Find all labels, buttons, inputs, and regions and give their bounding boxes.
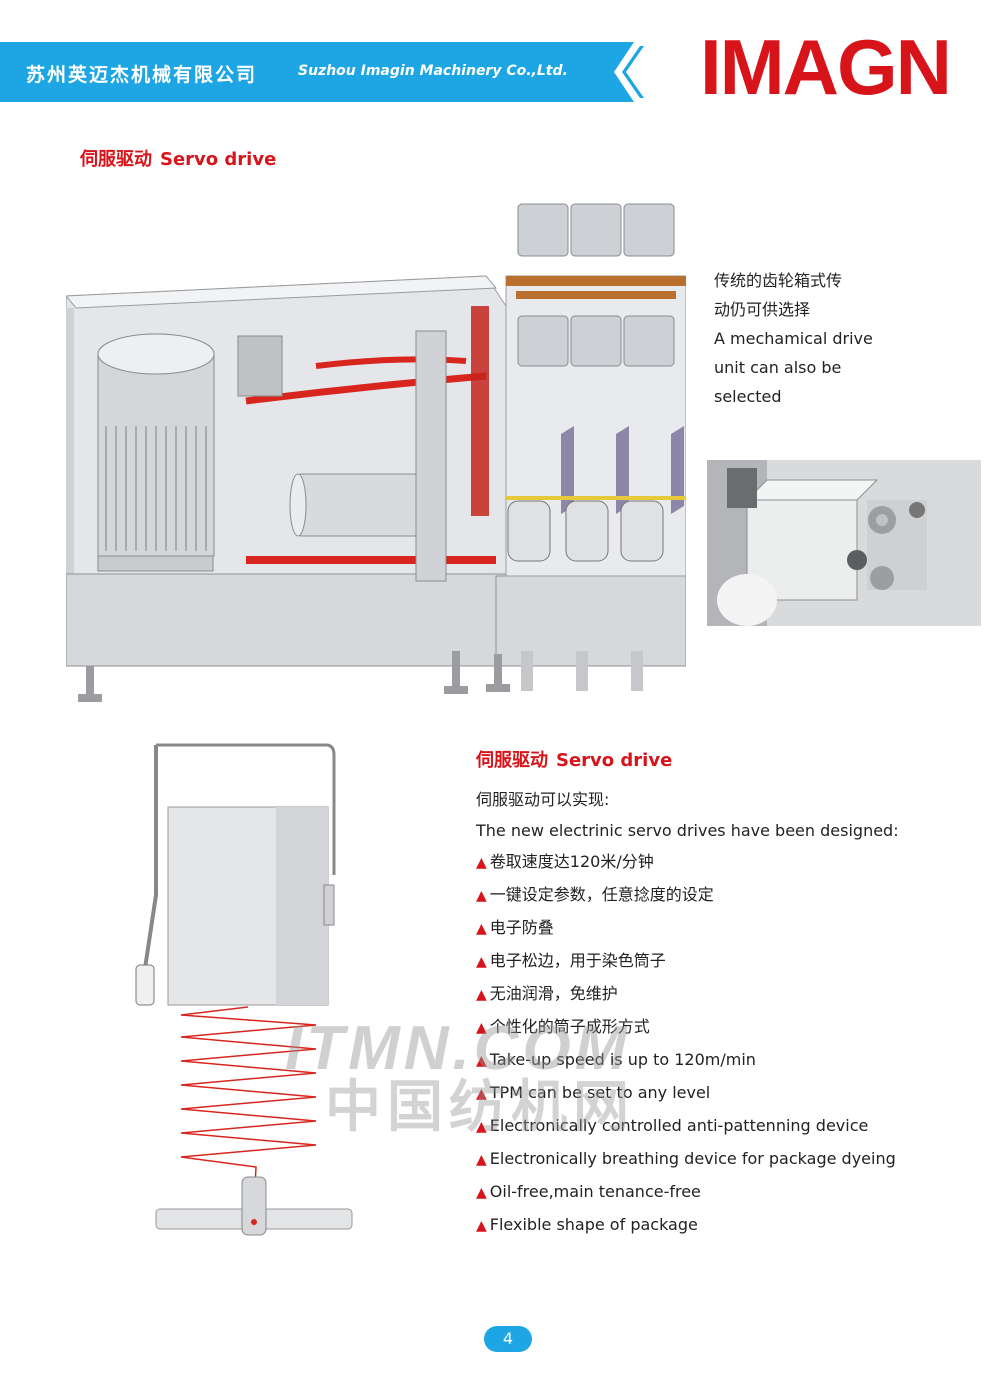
watermark-url: ITMN.COM: [285, 1014, 631, 1083]
list-item: ▲卷取速度达120米/分钟: [476, 852, 654, 871]
watermark-cn: 中国纺机网: [325, 1075, 635, 1140]
section2-title: 伺服驱动 Servo drive: [476, 746, 672, 772]
note-line-5: selected: [714, 387, 782, 406]
section2-title-en: Servo drive: [556, 750, 673, 771]
bullet-triangle-icon: ▲: [476, 1020, 487, 1036]
feature-list: 伺服驱动可以实现: The new electrinic servo drive…: [476, 784, 899, 1242]
list-item: ▲Electronically controlled anti-pattenni…: [476, 1116, 869, 1135]
brand-logo: IMAGN: [700, 23, 952, 111]
intro-en: The new electrinic servo drives have bee…: [476, 821, 899, 840]
list-item: ▲Take-up speed is up to 120m/min: [476, 1050, 756, 1069]
list-item: ▲个性化的筒子成形方式: [476, 1017, 650, 1036]
servo-machine-illustration: [66, 203, 686, 702]
section1-title: 伺服驱动 Servo drive: [80, 145, 276, 171]
bullet-triangle-icon: ▲: [476, 954, 487, 970]
company-name-cn: 苏州英迈杰机械有限公司: [26, 64, 258, 86]
note-line-2: 动仍可供选择: [714, 300, 811, 319]
list-item: ▲电子松边，用于染色筒子: [476, 951, 666, 970]
list-item: ▲Oil-free,main tenance-free: [476, 1182, 701, 1201]
bullet-triangle-icon: ▲: [476, 987, 487, 1003]
list-item: ▲电子防叠: [476, 918, 554, 937]
list-item: ▲TPM can be set to any level: [476, 1083, 711, 1102]
bullet-triangle-icon: ▲: [476, 1185, 487, 1201]
bullet-triangle-icon: ▲: [476, 1119, 487, 1135]
note-line-1: 传统的齿轮箱式传: [714, 271, 843, 290]
company-name-en: Suzhou Imagin Machinery Co.,Ltd.: [298, 63, 568, 79]
list-item: ▲Electronically breathing device for pac…: [476, 1149, 896, 1168]
list-item: ▲无油润滑，免维护: [476, 984, 618, 1003]
bullet-triangle-icon: ▲: [476, 855, 487, 871]
bullet-triangle-icon: ▲: [476, 1086, 487, 1102]
gearbox-photo: [707, 460, 981, 626]
section2-title-cn: 伺服驱动: [476, 750, 548, 771]
bullet-triangle-icon: ▲: [476, 888, 487, 904]
bullet-triangle-icon: ▲: [476, 921, 487, 937]
note-line-4: unit can also be: [714, 358, 842, 377]
header-chevron-icon: [600, 42, 680, 102]
bullet-triangle-icon: ▲: [476, 1218, 487, 1234]
page-number: 4: [484, 1326, 532, 1352]
header-band: [0, 42, 680, 102]
section1-title-en: Servo drive: [160, 149, 277, 170]
note-line-3: A mechamical drive: [714, 329, 873, 348]
bullet-triangle-icon: ▲: [476, 1053, 487, 1069]
list-item: ▲一键设定参数，任意捻度的设定: [476, 885, 714, 904]
intro-cn: 伺服驱动可以实现:: [476, 790, 610, 809]
list-item: ▲Flexible shape of package: [476, 1215, 698, 1234]
section1-title-cn: 伺服驱动: [80, 149, 152, 170]
mechanical-drive-note: 传统的齿轮箱式传 动仍可供选择 A mechamical drive unit …: [714, 266, 873, 411]
package-winding-diagram: [135, 743, 353, 1236]
bullet-triangle-icon: ▲: [476, 1152, 487, 1168]
